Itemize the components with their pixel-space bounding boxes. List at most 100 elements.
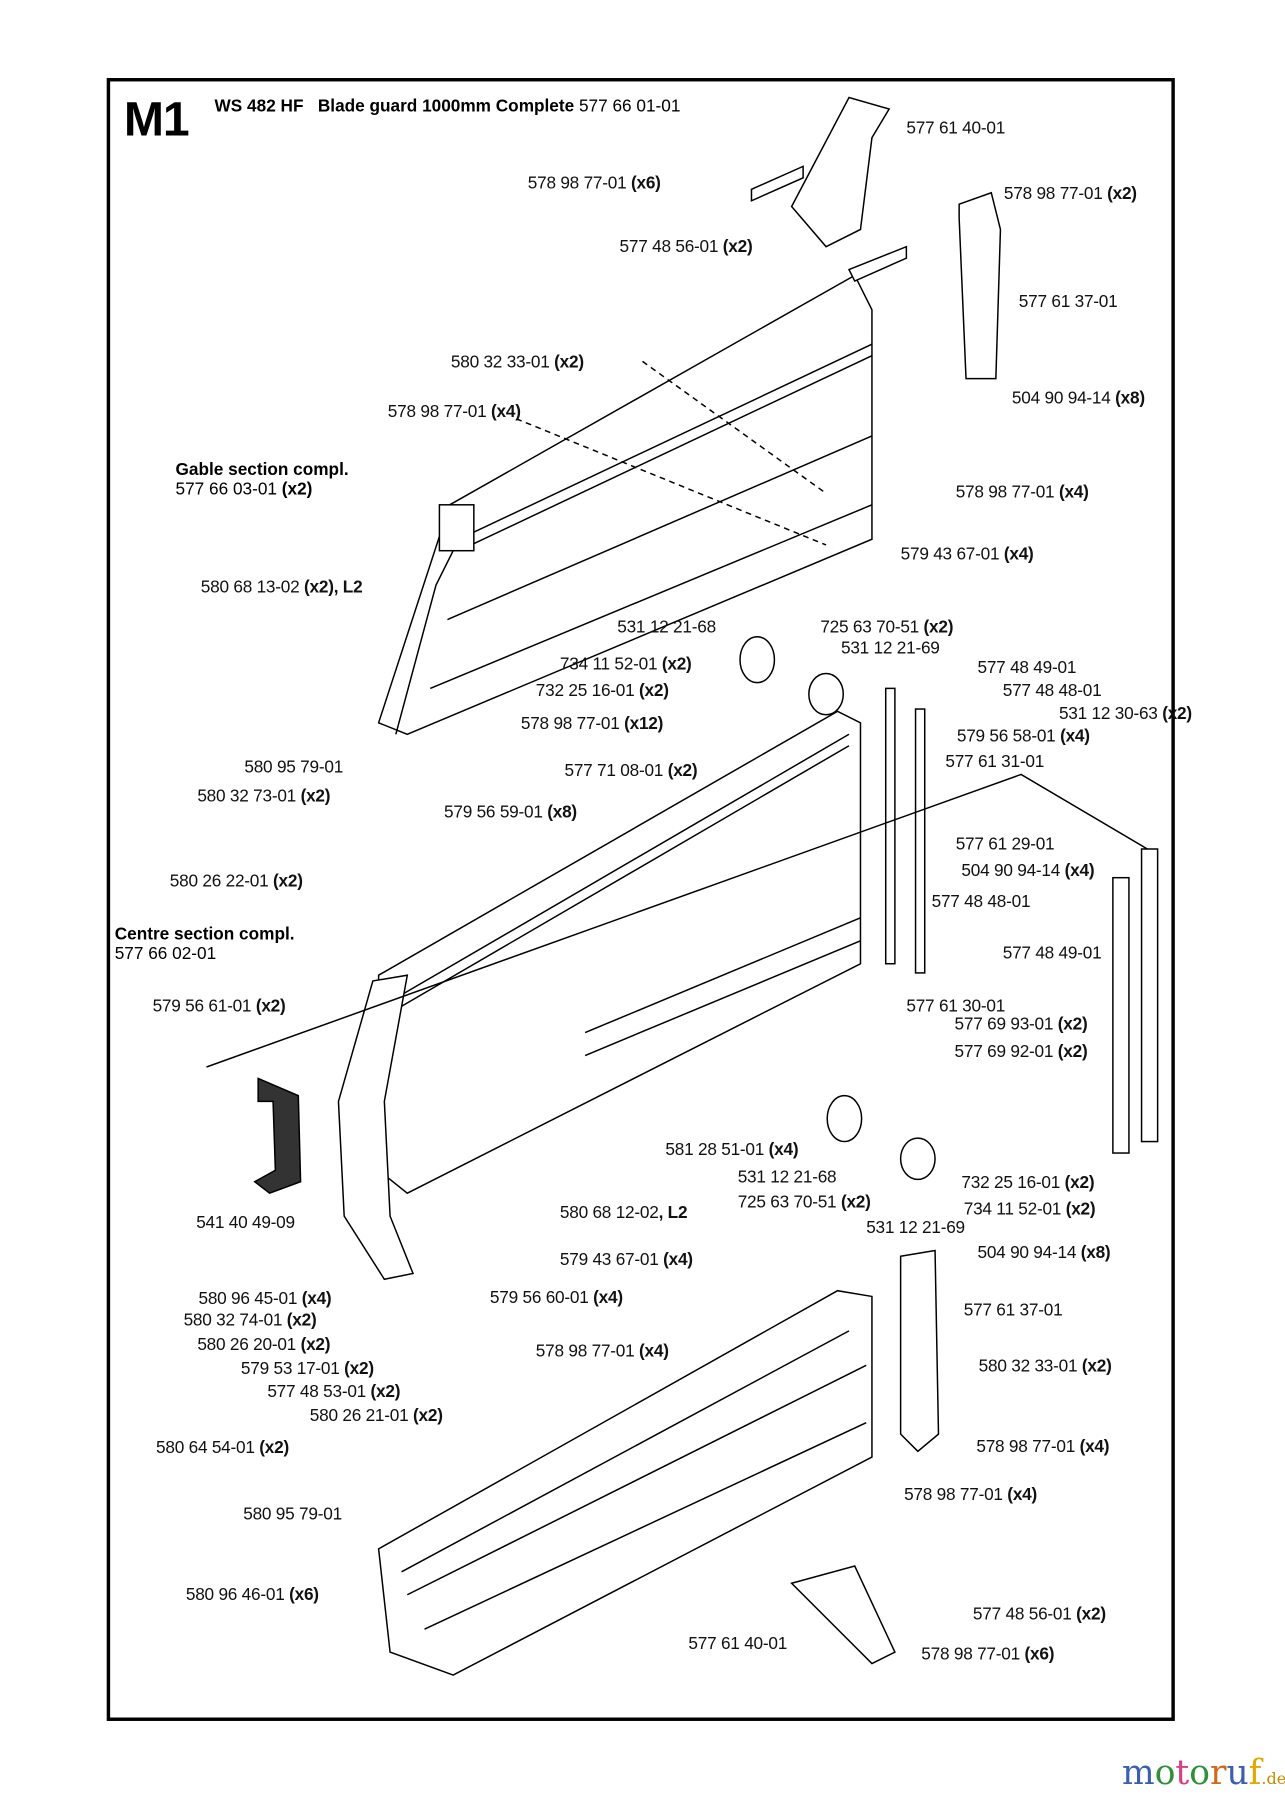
part-number: 577 61 30-01 — [906, 996, 1006, 1016]
part-number: 580 96 46-01 — [185, 1584, 285, 1605]
part-quantity: (x4) — [1064, 861, 1095, 881]
diagram-title: WS 482 HF Blade guard 1000mm Complete 57… — [214, 96, 681, 116]
part-number: 732 25 16-01 — [961, 1173, 1061, 1193]
part-label: 541 40 49-09 — [196, 1213, 295, 1233]
part-label: 577 61 31-01 — [945, 752, 1044, 772]
handle — [253, 1077, 302, 1195]
part-label: 580 26 22-01 (x2) — [170, 871, 303, 891]
part-number: 531 12 21-69 — [840, 638, 940, 658]
part-quantity: (x2) — [923, 617, 954, 638]
part-quantity: (x2) — [1081, 1356, 1112, 1377]
part-label: 531 12 21-68 — [617, 618, 716, 638]
part-quantity: (x2) — [300, 786, 331, 806]
part-quantity: (x4) — [1058, 482, 1089, 502]
part-quantity: (x2) — [300, 1334, 331, 1355]
part-number: 577 61 37-01 — [1018, 291, 1118, 312]
part-number: 734 11 52-01 — [559, 654, 658, 675]
part-number: 577 48 56-01 — [972, 1604, 1072, 1625]
part-label: 577 69 93-01 (x2) — [955, 1015, 1088, 1035]
part-number: 504 90 94-14 — [961, 861, 1061, 881]
part-label: 580 26 21-01 (x2) — [310, 1406, 443, 1426]
part-label: 581 28 51-01 (x4) — [665, 1140, 798, 1160]
part-quantity: (x2) — [1064, 1173, 1095, 1193]
part-label: 578 98 77-01 (x12) — [521, 714, 664, 734]
part-label: 577 48 56-01 (x2) — [973, 1604, 1106, 1624]
part-number: 541 40 49-09 — [196, 1213, 295, 1233]
part-label: 580 32 33-01 (x2) — [979, 1357, 1112, 1377]
part-quantity: (x2) — [1065, 1199, 1096, 1220]
part-label: 579 56 59-01 (x8) — [444, 803, 577, 823]
part-label: 580 95 79-01 — [243, 1505, 342, 1525]
part-number: 732 25 16-01 — [535, 680, 635, 701]
rod-1 — [1140, 848, 1159, 1143]
part-quantity: (x4) — [768, 1139, 799, 1160]
part-quantity: (x2) — [1162, 703, 1192, 724]
part-label: 578 98 77-01 (x2) — [1004, 184, 1137, 204]
part-label: 577 48 53-01 (x2) — [267, 1382, 400, 1402]
part-number: 579 56 59-01 — [444, 802, 543, 823]
part-number: 577 61 37-01 — [963, 1300, 1063, 1320]
part-quantity: (x2) — [1107, 184, 1137, 204]
part-label: 580 96 45-01 (x4) — [198, 1289, 331, 1309]
part-number: 725 63 70-51 — [737, 1192, 837, 1213]
part-quantity: (x2) — [304, 577, 334, 598]
part-label: 577 61 37-01 — [1019, 292, 1118, 312]
part-label: 580 32 74-01 (x2) — [184, 1311, 317, 1331]
part-quantity: (x2) — [1057, 1042, 1088, 1062]
part-number: 580 26 21-01 — [309, 1406, 409, 1426]
part-number: 579 56 61-01 — [152, 996, 252, 1016]
part-label: 504 90 94-14 (x8) — [977, 1243, 1110, 1263]
part-quantity: (x4) — [491, 402, 521, 422]
part-label: 732 25 16-01 (x2) — [961, 1173, 1094, 1193]
part-label: 577 61 30-01 — [906, 996, 1005, 1016]
part-label: 577 61 40-01 — [688, 1634, 787, 1654]
part-quantity: (x2) — [639, 680, 669, 701]
rod-2 — [1112, 876, 1130, 1154]
part-label: 578 98 77-01 (x4) — [904, 1485, 1037, 1505]
part-quantity: (x6) — [1024, 1644, 1055, 1665]
part-label: 577 48 48-01 — [932, 892, 1031, 912]
part-quantity: (x2) — [370, 1381, 401, 1402]
part-number: 577 69 93-01 — [954, 1014, 1054, 1035]
part-quantity: (x4) — [1079, 1436, 1110, 1457]
diagram-frame — [106, 78, 1175, 1721]
part-quantity: (x2) — [1057, 1014, 1088, 1035]
part-number: 578 98 77-01 — [921, 1644, 1020, 1665]
part-number: 579 56 60-01 — [489, 1287, 589, 1308]
part-number: 580 32 73-01 — [197, 786, 297, 806]
part-quantity: (x2) — [255, 996, 286, 1016]
part-number: 579 53 17-01 — [240, 1358, 340, 1379]
part-label: 725 63 70-51 (x2) — [738, 1193, 871, 1213]
part-number: 577 48 48-01 — [1002, 680, 1102, 701]
part-number: 580 26 22-01 — [169, 871, 269, 891]
part-label: 577 61 40-01 — [906, 119, 1005, 139]
part-label: 577 48 49-01 — [1003, 944, 1102, 964]
part-label: 578 98 77-01 (x6) — [921, 1645, 1054, 1665]
part-number: 579 43 67-01 — [900, 544, 1000, 564]
part-suffix: , L2 — [658, 1202, 688, 1223]
part-number: 577 48 53-01 — [267, 1381, 367, 1402]
part-number: 580 32 33-01 — [450, 352, 550, 373]
part-number: 577 48 49-01 — [1002, 943, 1102, 964]
part-number: 577 48 48-01 — [931, 892, 1031, 912]
part-label: 580 95 79-01 — [244, 758, 343, 778]
part-number: 577 61 31-01 — [945, 752, 1045, 772]
end-plate-upper — [958, 191, 1002, 380]
part-number: 578 98 77-01 — [535, 1341, 635, 1362]
part-label: 732 25 16-01 (x2) — [536, 681, 669, 701]
part-label: 531 12 21-69 — [841, 638, 940, 658]
part-label: 504 90 94-14 (x4) — [961, 861, 1094, 881]
bottom-bracket — [790, 1565, 896, 1665]
centre-section-heading: Centre section compl. — [114, 924, 295, 945]
part-number: 504 90 94-14 — [1011, 388, 1111, 408]
part-quantity: (x2) — [840, 1192, 871, 1213]
part-quantity: (x2) — [1076, 1604, 1106, 1625]
part-number: 581 28 51-01 — [665, 1139, 765, 1160]
part-label: 734 11 52-01 (x2) — [964, 1200, 1096, 1220]
part-number: 531 12 30-63 — [1058, 703, 1158, 724]
centre-section-number: 577 66 02-01 — [114, 944, 217, 964]
part-quantity: (x2) — [273, 871, 303, 891]
part-quantity: (x2) — [554, 352, 584, 373]
